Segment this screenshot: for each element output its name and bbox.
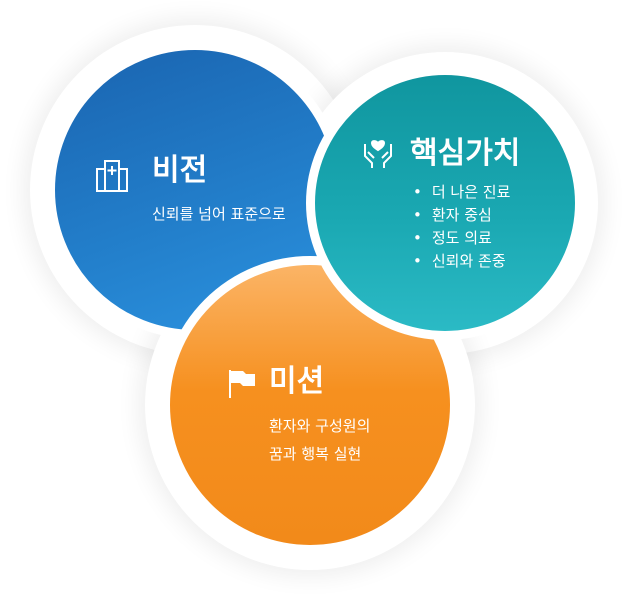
core-value-item: 신뢰와 존중 — [413, 250, 510, 273]
vision-title: 비전 — [152, 153, 208, 188]
mission-line-1: 환자와 구성원의 — [269, 417, 371, 435]
mission-line-2: 꿈과 행복 실현 — [269, 445, 362, 463]
core-values-list: 더 나은 진료 환자 중심 정도 의료 신뢰와 존중 — [413, 181, 511, 273]
core-value-item: 더 나은 진료 — [413, 181, 511, 204]
core-values-title: 핵심가치 — [410, 136, 521, 171]
hospital-building-icon — [96, 160, 128, 192]
core-value-item: 환자 중심 — [413, 204, 510, 227]
core-values-circle: 핵심가치 더 나은 진료 환자 중심 정도 의료 신뢰와 존중 — [306, 66, 584, 340]
mission-title: 미션 — [269, 364, 325, 399]
core-value-item: 정도 의료 — [413, 227, 510, 250]
heart-hands-icon — [364, 140, 392, 168]
vision-text: 신뢰를 넘어 표준으로 — [152, 205, 286, 223]
flag-icon — [229, 370, 255, 398]
